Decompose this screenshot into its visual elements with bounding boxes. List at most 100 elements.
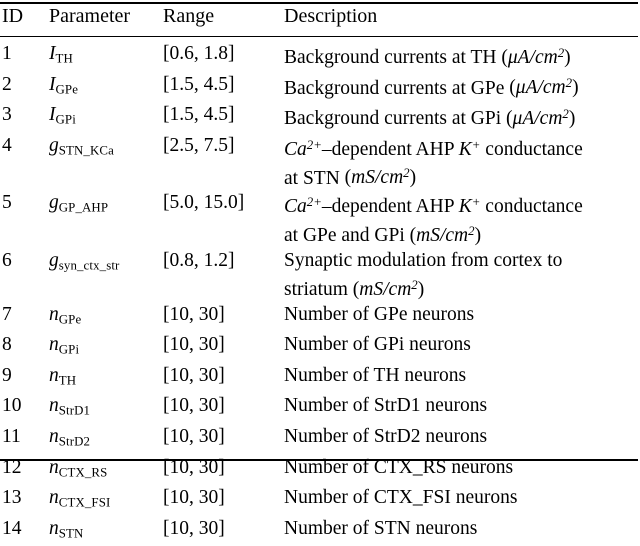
cell-range: [10, 30] [161, 393, 281, 424]
parameter-subscript: GP_AHP [58, 200, 109, 215]
parameter-subscript: CTX_RS [58, 465, 108, 480]
column-header-parameter: Parameter [49, 5, 131, 27]
table-top-rule [0, 2, 638, 4]
table-row: 3 IGPi[1.5, 4.5]Background currents at GP… [0, 102, 638, 133]
cell-parameter: gGP_AHP [48, 190, 161, 248]
description-unit: (mS/cm2) [409, 224, 482, 246]
table-row: 7 nGPe[10, 30] Number of GPe neurons [0, 302, 638, 333]
column-header-id: ID [2, 5, 24, 27]
parameter-subscript: GPe [58, 312, 82, 327]
cell-parameter: nStrD1 [48, 393, 161, 424]
description-line: striatum (mS/cm2) [284, 277, 425, 300]
cell-parameter: IGPe [48, 72, 161, 103]
cell-id: 8 [2, 334, 12, 356]
cell-parameter: nTH [48, 363, 161, 394]
cell-parameter: gsyn_ctx_str [48, 248, 161, 302]
parameter-symbol: n [49, 517, 59, 539]
parameter-symbol: n [49, 395, 59, 417]
description-line: Synaptic modulation from cortex to [284, 249, 563, 271]
range-value: [10, 30] [163, 426, 225, 448]
cell-parameter: IGPi [48, 102, 161, 133]
parameter-symbol: I [49, 73, 56, 95]
range-value: [0.6, 1.8] [163, 43, 235, 64]
cell-id: 6 [2, 249, 12, 271]
parameter-symbol: n [49, 364, 59, 386]
cell-range: [10, 30] [161, 363, 281, 394]
cell-parameter: nGPe [48, 302, 161, 333]
cell-id: 3 [2, 104, 12, 126]
cell-id: 11 [2, 426, 21, 448]
table-header-rule [0, 36, 638, 37]
cell-range: [0.6, 1.8] [161, 35, 281, 72]
description-unit: (μA/cm2) [509, 76, 579, 99]
cell-description: Number of STN neurons [281, 516, 638, 546]
cell-id: 10 [2, 395, 22, 417]
description-line: Number of CTX_FSI neurons [284, 487, 518, 509]
parameter-subscript: StrD1 [58, 404, 91, 419]
description-line: Background currents at GPi (μA/cm2) [284, 107, 576, 129]
table-row: 8 nGPi[10, 30]Number of GPi neurons [0, 332, 638, 363]
parameter-symbol: g [49, 249, 59, 271]
table-header-row: ID Parameter Range Description [0, 0, 638, 35]
description-unit: (mS/cm2) [344, 166, 417, 189]
cell-range: [10, 30] [161, 332, 281, 363]
table-bottom-rule [0, 459, 638, 461]
cell-parameter: nStrD2 [48, 424, 161, 455]
cell-id: 4 [2, 134, 12, 156]
description-line: Number of STN neurons [284, 517, 478, 539]
description-line: Background currents at GPe (μA/cm2) [284, 76, 579, 99]
cell-description: Background currents at GPe (μA/cm2) [281, 72, 638, 103]
range-value: [0.8, 1.2] [163, 249, 235, 271]
table-row: 11 nStrD2[10, 30] Number of StrD2 neurons [0, 424, 638, 455]
cell-description: Number of StrD2 neurons [281, 424, 638, 455]
range-value: [10, 30] [163, 517, 225, 539]
cell-id: 9 [2, 364, 12, 386]
cell-range: [10, 30] [161, 424, 281, 455]
description-line: Number of StrD2 neurons [284, 426, 488, 448]
cell-id: 13 [2, 487, 22, 509]
parameter-subscript: STN_KCa [58, 143, 114, 158]
cell-parameter: nSTN [48, 516, 161, 546]
cell-id: 1 [2, 43, 12, 64]
description-unit: (μA/cm2) [506, 107, 576, 129]
cell-range: [10, 30] [161, 516, 281, 546]
range-value: [10, 30] [163, 487, 225, 509]
cell-description: Number of GPi neurons [281, 332, 638, 363]
parameter-symbol: g [49, 192, 59, 214]
parameter-subscript: StrD2 [58, 434, 91, 449]
parameter-subscript: STN [58, 526, 84, 541]
column-header-range: Range [163, 5, 215, 27]
description-line: Number of TH neurons [284, 364, 467, 386]
cell-description: Background currents at GPi (μA/cm2) [281, 102, 638, 133]
cell-description: Number of TH neurons [281, 363, 638, 394]
cell-description: Background currents at TH (μA/cm2) [281, 35, 638, 72]
parameter-symbol: g [49, 134, 59, 156]
parameter-subscript: syn_ctx_str [58, 258, 120, 273]
description-line: Number of GPe neurons [284, 303, 475, 325]
cell-range: [5.0, 15.0] [161, 190, 281, 248]
description-line: at GPe and GPi (mS/cm2) [284, 224, 482, 246]
cell-id: 14 [2, 517, 22, 539]
cell-description: Number of StrD1 neurons [281, 393, 638, 424]
parameter-subscript: TH [58, 373, 77, 388]
cell-parameter: gSTN_KCa [48, 133, 161, 191]
cell-id: 7 [2, 303, 12, 325]
range-value: [10, 30] [163, 303, 225, 325]
cell-range: [1.5, 4.5] [161, 102, 281, 133]
cell-parameter: nGPi [48, 332, 161, 363]
range-value: [5.0, 15.0] [163, 192, 245, 214]
description-line: Background currents at TH (μA/cm2) [284, 46, 571, 68]
cell-range: [10, 30] [161, 302, 281, 333]
range-value: [1.5, 4.5] [163, 73, 235, 95]
range-value: [10, 30] [163, 395, 225, 417]
parameter-subscript: GPe [55, 82, 79, 97]
cell-description: Number of GPe neurons [281, 302, 638, 333]
